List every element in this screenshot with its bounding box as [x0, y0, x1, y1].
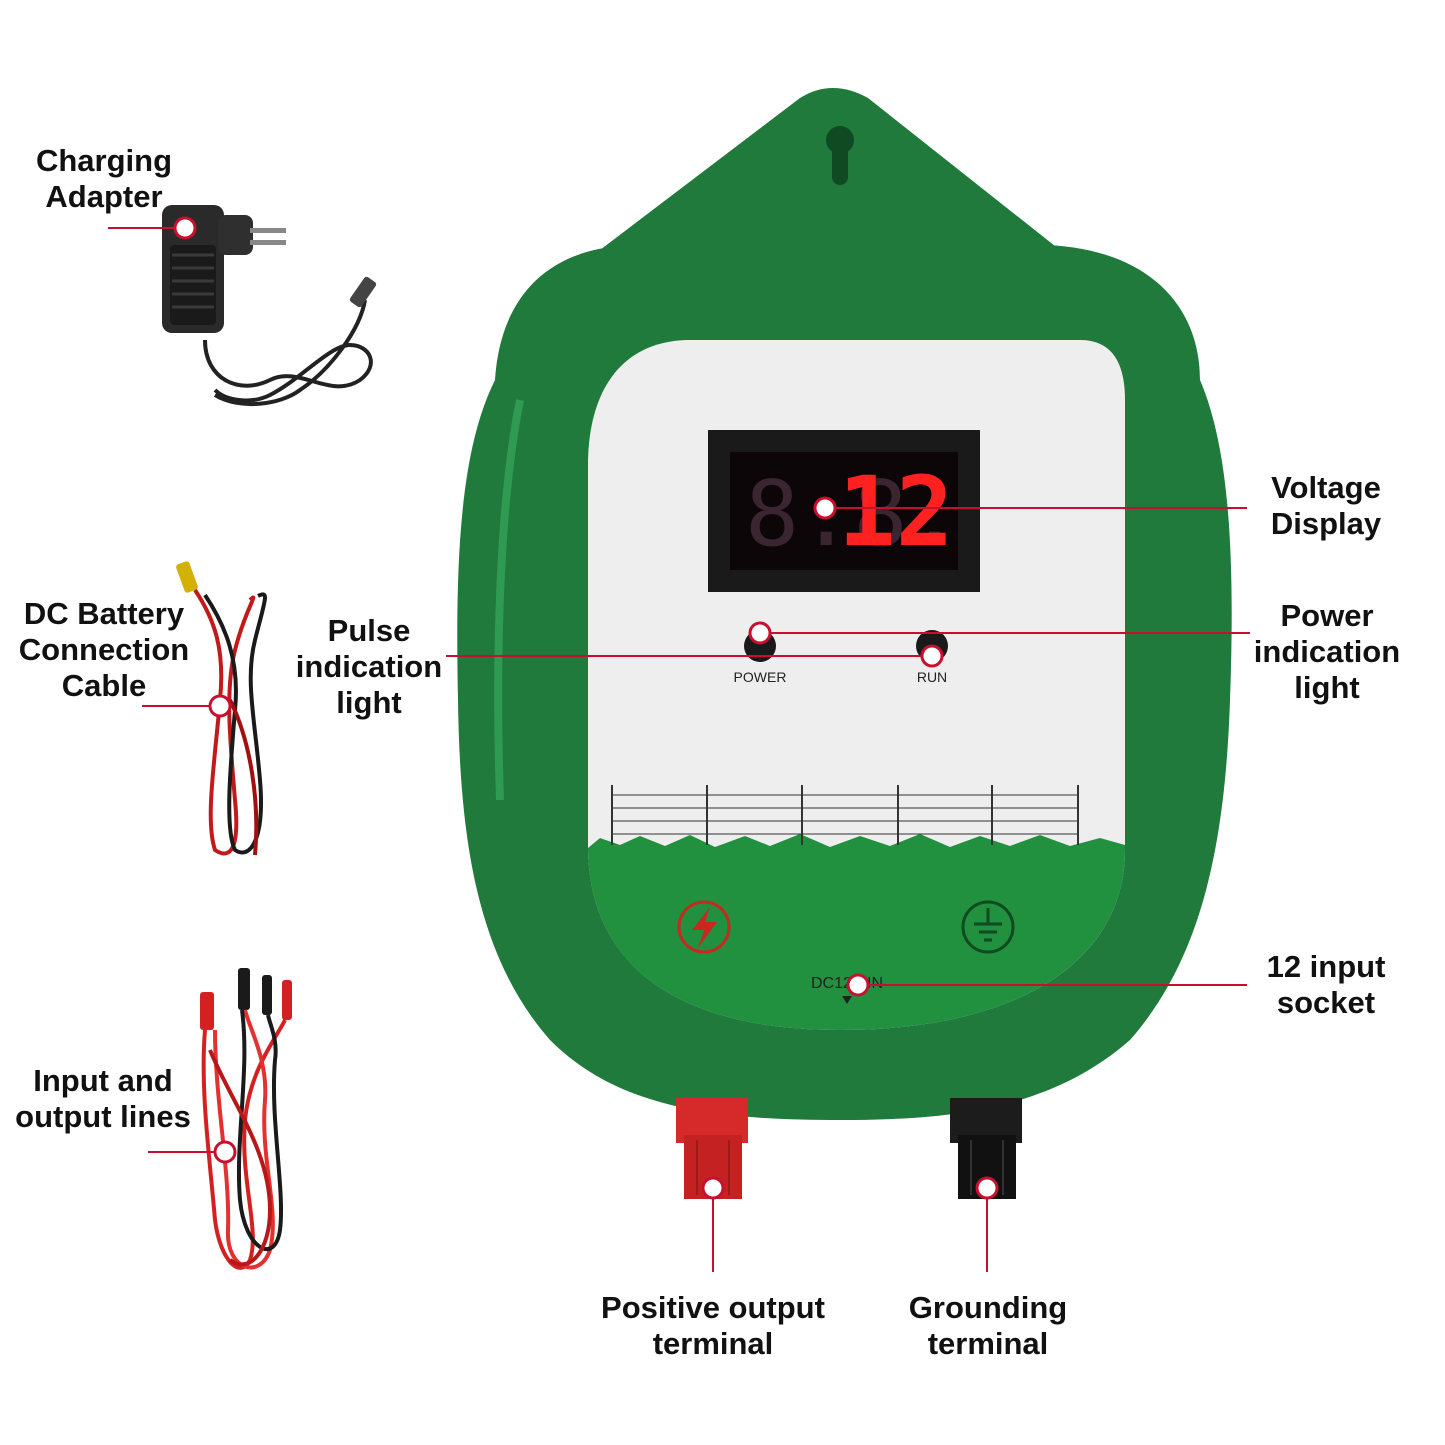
marker-pulse-light	[920, 644, 944, 668]
lightning-icon	[677, 900, 731, 954]
markers	[173, 216, 999, 1200]
display-dim-digits: 8.8.	[745, 462, 962, 567]
dc-battery-cable-illustration	[176, 561, 267, 856]
charging-adapter-illustration	[162, 205, 377, 407]
marker-grounding-terminal	[975, 1176, 999, 1200]
marker-charging-adapter	[173, 216, 197, 240]
marker-dc-cable	[208, 694, 232, 718]
fence-energizer-device: 8.8. 12 POWER RUN DC12V IN	[457, 88, 1232, 1199]
run-text: RUN	[917, 669, 947, 685]
io-lines-illustration	[200, 968, 292, 1270]
marker-positive-terminal	[701, 1176, 725, 1200]
positive-terminal	[676, 1098, 748, 1199]
display-reading: 12	[838, 456, 954, 568]
marker-voltage-display	[813, 496, 837, 520]
ground-icon	[961, 900, 1015, 954]
fence-graphic	[611, 785, 1079, 845]
leader-lines	[108, 227, 1250, 1272]
marker-io-lines	[213, 1140, 237, 1164]
marker-input-socket	[846, 973, 870, 997]
power-text: POWER	[734, 669, 787, 685]
marker-power-light	[748, 621, 772, 645]
